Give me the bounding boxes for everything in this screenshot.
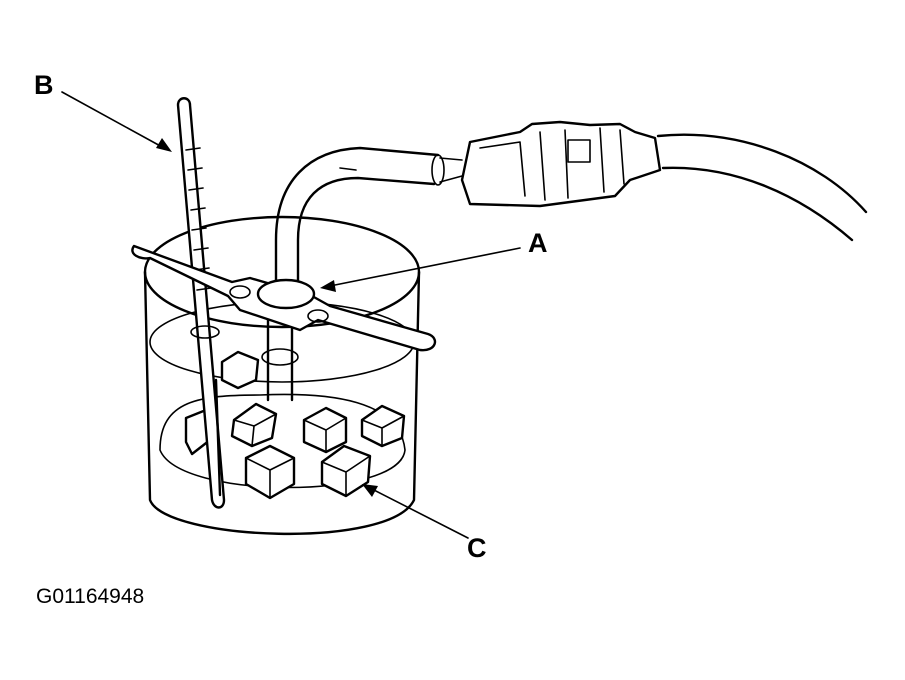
holder-bar — [131, 244, 437, 352]
sensor-lead — [274, 146, 445, 302]
callout-b: B — [34, 70, 54, 100]
thermometer — [176, 97, 226, 509]
callout-a: A — [528, 228, 548, 258]
figure-id: G01164948 — [36, 585, 145, 608]
ice-cubes — [184, 350, 406, 500]
leader-arrows — [61, 91, 521, 539]
callout-c: C — [467, 533, 487, 563]
wire-harness — [656, 133, 868, 242]
electrical-connector — [439, 120, 662, 208]
